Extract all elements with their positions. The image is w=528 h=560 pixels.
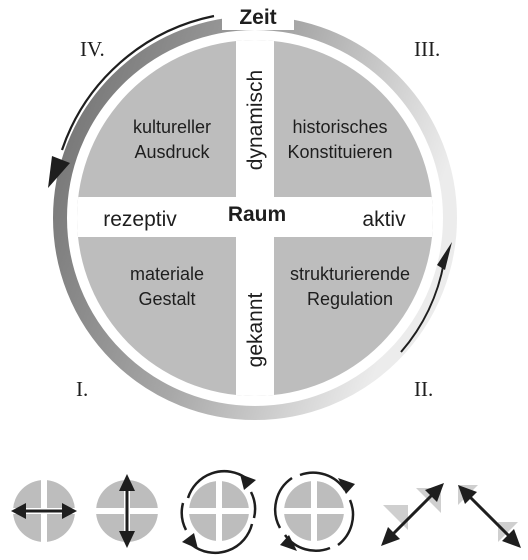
quadrant-bottom-right-line1: strukturierende <box>290 264 410 284</box>
top-label-zeit: Zeit <box>239 6 276 29</box>
quadrant-disc <box>77 40 433 396</box>
horizontal-arrow-icon <box>11 480 77 542</box>
clockwise-ring-arrow <box>400 261 445 353</box>
left-label-rezeptiv: rezeptiv <box>103 208 177 231</box>
center-label-raum: Raum <box>228 203 286 226</box>
quadrant-top-left-line2: Ausdruck <box>134 142 210 162</box>
ring-arrow-head-left <box>48 156 70 188</box>
quadrant-top-right-line1: historisches <box>292 117 387 137</box>
counterclockwise-ring-arrow <box>60 14 215 151</box>
quadrant-bottom-right-line2: Regulation <box>307 289 393 309</box>
roman-numeral-iv: IV. <box>80 37 105 61</box>
vertical-arrow-icon <box>96 474 158 548</box>
quadrant-bottom-left-line2: Gestalt <box>138 289 195 309</box>
counterclockwise-cycle-icon <box>180 470 257 555</box>
quadrant-top-right-line2: Konstituieren <box>287 142 392 162</box>
roman-numeral-iii: III. <box>414 37 440 61</box>
quadrant-bottom-left-line1: materiale <box>130 264 204 284</box>
upper-axis-label-dynamisch: dynamisch <box>244 70 267 170</box>
clockwise-cycle-icon <box>273 471 355 552</box>
quadrant-top-left-line1: kultureller <box>133 117 211 137</box>
roman-numeral-i: I. <box>76 377 88 401</box>
right-label-aktiv: aktiv <box>362 208 406 231</box>
vertical-divider <box>236 40 274 396</box>
diagonal-down-arrow-icon <box>458 485 521 548</box>
lower-axis-label-gekannt: gekannt <box>244 292 267 367</box>
roman-numeral-ii: II. <box>414 377 433 401</box>
diagonal-up-arrow-icon <box>381 483 444 546</box>
ring-arrow-head-right <box>437 242 452 270</box>
